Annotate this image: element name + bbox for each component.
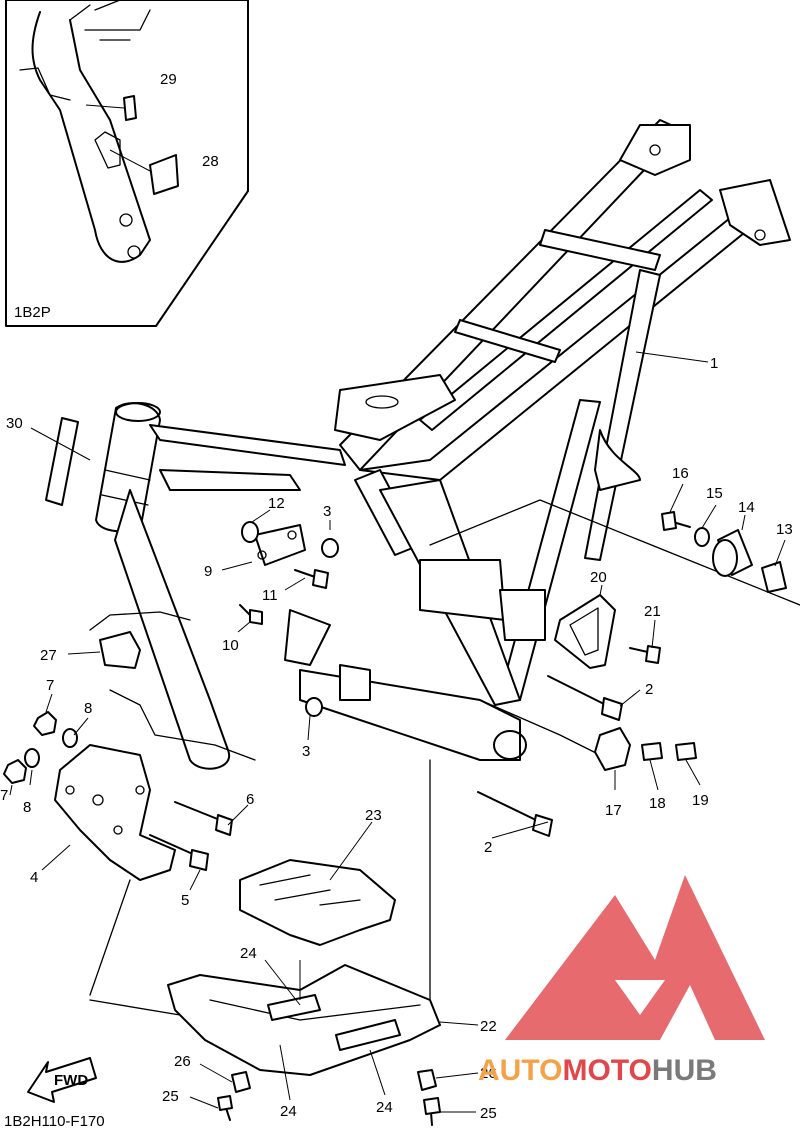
drawing-code: 1B2H110-F170 bbox=[4, 1113, 105, 1128]
bolt-10 bbox=[239, 604, 263, 625]
callout-2-upper: 2 bbox=[645, 681, 653, 698]
part-29-shape bbox=[123, 95, 137, 121]
damper-17 bbox=[594, 727, 631, 771]
callout-16: 16 bbox=[672, 465, 689, 482]
callout-23: 23 bbox=[365, 807, 382, 824]
collar-18 bbox=[641, 742, 663, 761]
washer-8-left bbox=[24, 748, 40, 768]
collar-14 bbox=[712, 529, 753, 577]
callout-29: 29 bbox=[160, 71, 177, 88]
callout-6: 6 bbox=[246, 791, 254, 808]
callout-28: 28 bbox=[202, 153, 219, 170]
callout-12: 12 bbox=[268, 495, 285, 512]
callout-3-upper: 3 bbox=[323, 503, 331, 520]
callout-7-left: 7 bbox=[0, 787, 8, 804]
callout-18: 18 bbox=[649, 795, 666, 812]
bolt-6 bbox=[174, 801, 233, 836]
bolt-11 bbox=[294, 569, 329, 589]
forward-arrow-icon: FWD bbox=[27, 1057, 97, 1103]
engine-mount-plate-4 bbox=[54, 744, 176, 881]
callout-25-left: 25 bbox=[162, 1088, 179, 1105]
callout-8-left: 8 bbox=[23, 799, 31, 816]
watermark-moto: MOTO bbox=[562, 1054, 651, 1087]
callout-22: 22 bbox=[480, 1018, 497, 1035]
callout-21: 21 bbox=[644, 603, 661, 620]
inset-model-code: 1B2P bbox=[14, 304, 51, 321]
bolt-2-upper bbox=[547, 675, 623, 721]
bolt-25-left bbox=[217, 1095, 233, 1121]
callout-19: 19 bbox=[692, 792, 709, 809]
watermark-auto: AUTO bbox=[478, 1054, 562, 1087]
callout-14: 14 bbox=[738, 499, 755, 516]
callout-11: 11 bbox=[262, 587, 278, 604]
guide-lines bbox=[89, 499, 800, 1016]
part-28-shape bbox=[149, 154, 179, 195]
callout-17: 17 bbox=[605, 802, 622, 819]
callout-5: 5 bbox=[181, 892, 189, 909]
callout-10: 10 bbox=[222, 637, 239, 654]
callout-2-lower: 2 bbox=[484, 839, 492, 856]
main-frame bbox=[95, 119, 791, 770]
bolt-2-lower bbox=[477, 791, 553, 837]
callout-30: 30 bbox=[6, 415, 23, 432]
bolt-5 bbox=[149, 834, 209, 871]
inset-detail-1b2p bbox=[5, 0, 249, 327]
callout-26-right: 26 bbox=[480, 1065, 497, 1082]
callout-20: 20 bbox=[590, 569, 607, 586]
watermark-brand: AUTOMOTOHUB bbox=[478, 1054, 717, 1087]
automotohub-logo bbox=[505, 875, 765, 1040]
collar-13 bbox=[761, 561, 787, 593]
collar-3-upper bbox=[321, 538, 339, 558]
nut-7-right bbox=[33, 711, 57, 736]
part-27 bbox=[99, 631, 141, 669]
callout-1: 1 bbox=[710, 355, 718, 372]
callout-leaders bbox=[9, 351, 786, 1113]
callout-27: 27 bbox=[40, 647, 57, 664]
collar-12 bbox=[241, 521, 259, 543]
callout-9: 9 bbox=[204, 563, 212, 580]
damper-24-a bbox=[267, 994, 321, 1021]
guard-plate-23 bbox=[239, 859, 396, 946]
callout-7-right: 7 bbox=[46, 677, 54, 694]
callout-24-top: 24 bbox=[240, 945, 257, 962]
damper-24-b bbox=[335, 1019, 401, 1051]
watermark-hub: HUB bbox=[652, 1054, 717, 1087]
bolt-19 bbox=[675, 742, 697, 761]
callout-8-right: 8 bbox=[84, 700, 92, 717]
washer-8-right bbox=[62, 728, 78, 748]
callout-26-left: 26 bbox=[174, 1053, 191, 1070]
bolt-16 bbox=[661, 511, 691, 531]
callout-numbers: 1 2 2 3 3 4 5 6 7 7 8 8 9 10 11 12 13 14… bbox=[0, 71, 793, 1122]
collar-3-lower bbox=[305, 697, 323, 717]
washer-15 bbox=[694, 527, 710, 547]
bolt-25-right bbox=[423, 1097, 441, 1126]
callout-13: 13 bbox=[776, 521, 793, 538]
callout-4: 4 bbox=[30, 869, 38, 886]
fwd-label: FWD bbox=[54, 1072, 88, 1089]
bolt-21 bbox=[629, 645, 661, 664]
plate-20 bbox=[554, 594, 616, 669]
callout-3-lower: 3 bbox=[302, 743, 310, 760]
callout-24-left: 24 bbox=[280, 1103, 297, 1120]
bolt-26-left bbox=[231, 1071, 251, 1093]
callout-15: 15 bbox=[706, 485, 723, 502]
nut-7-left bbox=[3, 759, 27, 784]
skid-plate-22 bbox=[167, 964, 441, 1076]
callout-24-right: 24 bbox=[376, 1099, 393, 1116]
part-30-pad bbox=[45, 417, 79, 506]
bolt-26-right bbox=[417, 1069, 437, 1091]
callout-25-right: 25 bbox=[480, 1105, 497, 1122]
